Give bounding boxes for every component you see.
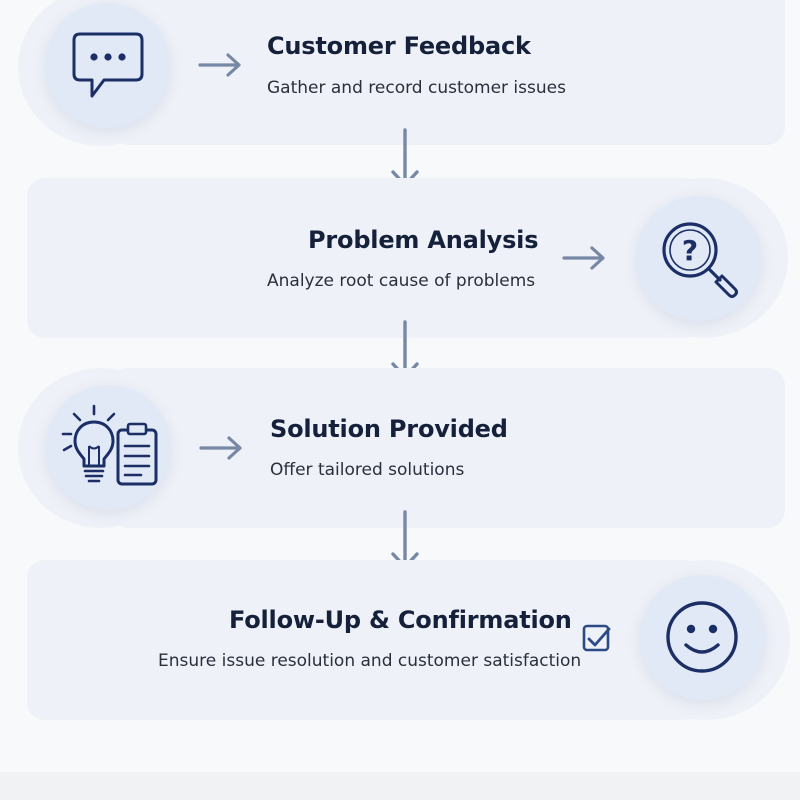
chat-bubble-icon <box>72 32 144 98</box>
step-title-follow-up: Follow-Up & Confirmation <box>229 606 572 634</box>
arrow-right-icon <box>198 53 241 77</box>
checkbox-check-icon <box>582 624 611 652</box>
step-description-problem-analysis: Analyze root cause of problems <box>267 271 536 291</box>
step-title-problem-analysis: Problem Analysis <box>308 226 539 254</box>
svg-text:?: ? <box>682 234 698 267</box>
step-description-solution-provided: Offer tailored solutions <box>270 460 465 480</box>
step-icon-circle-follow-up <box>640 575 765 700</box>
arrow-right-icon <box>562 246 605 270</box>
step-description-customer-feedback: Gather and record customer issues <box>267 78 566 98</box>
step-icon-circle-problem-analysis <box>636 196 761 321</box>
magnifier-question-icon: ? <box>662 222 738 298</box>
step-title-customer-feedback: Customer Feedback <box>267 32 531 60</box>
smiley-face-icon <box>666 601 738 673</box>
step-card-customer-feedback <box>110 0 785 145</box>
step-title-solution-provided: Solution Provided <box>270 415 508 443</box>
lightbulb-clipboard-icon <box>61 404 158 486</box>
step-icon-circle-customer-feedback <box>45 3 170 128</box>
arrow-right-icon <box>199 436 242 460</box>
footer-strip <box>0 772 800 800</box>
step-description-follow-up: Ensure issue resolution and customer sat… <box>158 651 582 671</box>
